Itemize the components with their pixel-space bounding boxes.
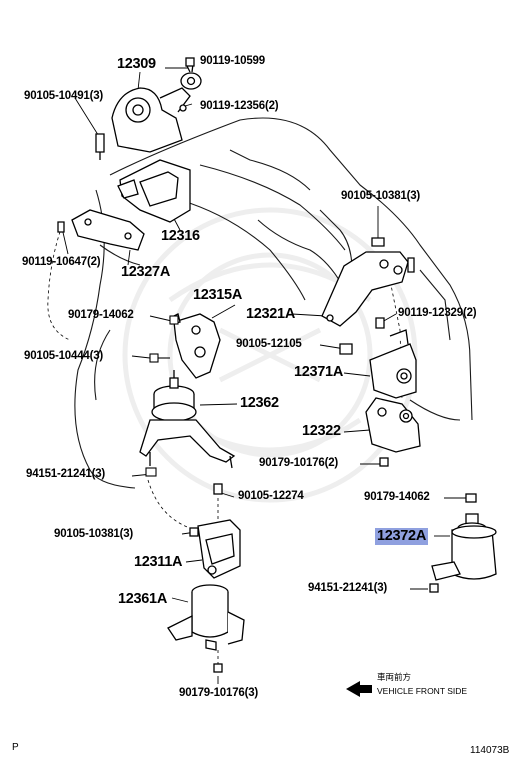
upper-mount-12309 [95,57,202,160]
part-label-90119-12356: 90119-12356(2) [200,100,279,112]
part-label-90105-10381-upper: 90105-10381(3) [341,190,421,202]
mount-12362 [139,370,236,469]
bolts [145,315,179,477]
part-label-12362: 12362 [240,395,279,411]
part-label-90105-10491: 90105-10491(3) [24,90,104,102]
part-label-12321A: 12321A [246,306,295,322]
engine-outline [74,117,473,489]
mount-12371A [339,317,417,399]
part-label-12371A: 12371A [294,364,343,380]
part-label-90105-12274: 90105-12274 [238,490,304,502]
part-label-90179-14062-lower: 90179-14062 [364,491,430,503]
footer-left-code: P [12,742,19,753]
part-label-12315A: 12315A [193,287,242,303]
part-label-90105-12105: 90105-12105 [236,338,302,350]
part-label-90179-14062-upper: 90179-14062 [68,309,134,321]
part-label-12361A: 12361A [118,591,167,607]
part-label-12372A-highlighted[interactable]: 12372A [375,528,428,545]
direction-label-jp: 車両前方 [377,672,412,682]
bracket-12327A [57,209,145,251]
part-label-94151-21241-right: 94151-21241(3) [308,582,388,594]
bracket-12311A [189,483,241,579]
part-label-90119-10647: 90119-10647(2) [22,256,101,268]
watermark-emblem [122,207,418,503]
part-label-12316: 12316 [161,228,200,244]
part-label-12311A: 12311A [134,554,183,570]
part-label-90119-12329: 90119-12329(2) [398,307,477,319]
mount-12361A [167,584,245,673]
part-label-90179-10176-upper: 90179-10176(2) [259,457,339,469]
part-label-90105-10444: 90105-10444(3) [24,350,104,362]
part-label-90105-10381-lower: 90105-10381(3) [54,528,134,540]
part-label-12309: 12309 [117,56,156,72]
part-label-90179-10176-lower: 90179-10176(3) [179,687,259,699]
bracket-12322 [365,397,421,467]
part-label-94151-21241-left: 94151-21241(3) [26,468,106,480]
mount-12372A [429,493,497,593]
footer-illustration-number: 114073B [470,745,510,756]
direction-label-en: VEHICLE FRONT SIDE [377,686,468,696]
part-label-12327A: 12327A [121,264,170,280]
part-label-90119-10599: 90119-10599 [200,55,265,67]
bracket-12316 [117,159,191,223]
front-direction-arrow-icon [346,681,372,697]
part-label-12322: 12322 [302,423,341,439]
bracket-12321A [321,237,415,327]
